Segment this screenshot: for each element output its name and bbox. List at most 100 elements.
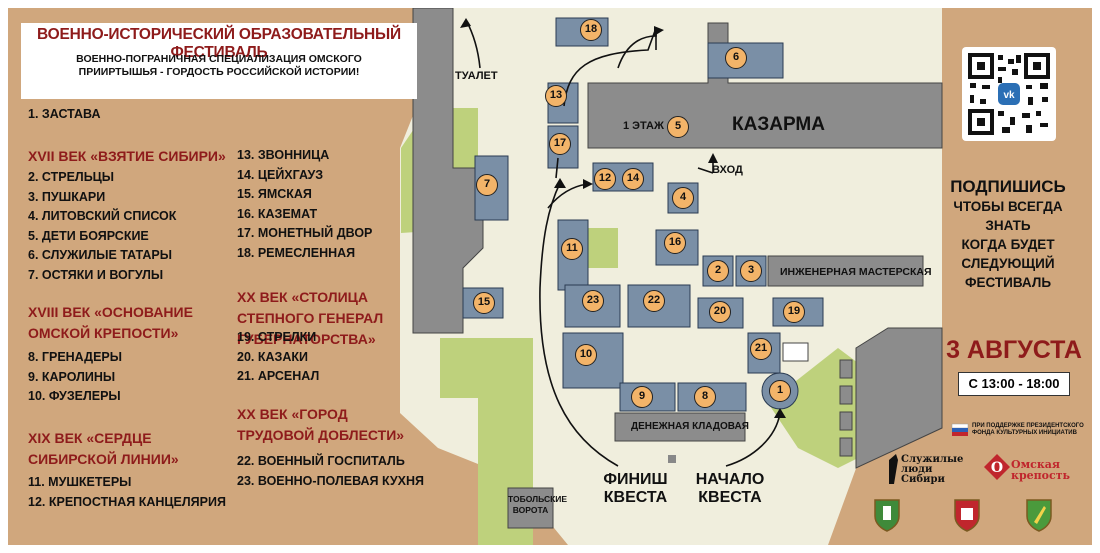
legend-item: 9. КАРОЛИНЫ [28, 369, 116, 384]
legend-era-20b: XX ВЕК «ГОРОД ТРУДОВОЙ ДОБЛЕСТИ» [237, 406, 405, 443]
small-square [782, 342, 809, 362]
festival-date: 3 АВГУСТА [946, 336, 1082, 364]
small-post [668, 455, 676, 463]
station-marker-4[interactable]: 4 [672, 187, 694, 209]
coat-of-arms-1-icon [874, 499, 900, 532]
legend-item: 4. ЛИТОВСКИЙ СПИСОК [28, 209, 177, 224]
legend-item: 5. ДЕТИ БОЯРСКИЕ [28, 228, 149, 243]
station-marker-21[interactable]: 21 [750, 338, 772, 360]
route-finish [539, 182, 619, 467]
svg-text:О: О [991, 460, 1003, 476]
legend-item: 21. АРСЕНАЛ [237, 369, 320, 384]
small-block-d [839, 437, 853, 457]
legend-era-18: XVIII ВЕК «ОСНОВАНИЕ ОМСКОЙ КРЕПОСТИ» [28, 304, 193, 341]
sluzhilye-logo-text: Служилые люди Сибири [901, 454, 964, 485]
left-long-building [412, 8, 484, 334]
coat-of-arms-3-icon [1026, 499, 1052, 532]
small-block-b [839, 385, 853, 405]
legend-item: 11. МУШКЕТЕРЫ [28, 475, 132, 489]
omsk-fortress-logo-text: Омская крепость [1011, 458, 1071, 482]
legend-item-1: 1. ЗАСТАВА [28, 107, 101, 121]
legend-item: 19. СТРЕЛКИ [237, 330, 317, 344]
subscribe-line: ЗНАТЬ [985, 218, 1031, 233]
station-marker-23[interactable]: 23 [582, 290, 604, 312]
station-marker-7[interactable]: 7 [476, 174, 498, 196]
station-marker-22[interactable]: 22 [643, 290, 665, 312]
subscribe-line: ФЕСТИВАЛЬ [964, 275, 1052, 290]
workshop-label: ИНЖЕНЕРНАЯ МАСТЕРСКАЯ [780, 266, 932, 278]
sponsor-block: ПРИ ПОДДЕРЖКЕ ПРЕЗИДЕНТСКОГО ФОНДА КУЛЬТ… [950, 421, 1090, 445]
legend-item: 2. СТРЕЛЬЦЫ [28, 170, 115, 184]
station-marker-1[interactable]: 1 [769, 380, 791, 402]
legend-era-17: XVII ВЕК «ВЗЯТИЕ СИБИРИ» [28, 148, 226, 164]
station-marker-6[interactable]: 6 [725, 47, 747, 69]
route-to-6 [617, 30, 657, 69]
treasury-label: ДЕНЕЖНАЯ КЛАДОВАЯ [631, 421, 749, 432]
sponsor-text: ПРИ ПОДДЕРЖКЕ ПРЕЗИДЕНТСКОГО ФОНДА КУЛЬТ… [972, 423, 1084, 436]
legend-item: 12. КРЕПОСТНАЯ КАНЦЕЛЯРИЯ [28, 494, 226, 509]
station-marker-12[interactable]: 12 [594, 168, 616, 190]
legend-item: 3. ПУШКАРИ [28, 189, 106, 204]
gate-label: ТОБОЛЬСКИЕ ВОРОТА [508, 494, 568, 515]
station-marker-16[interactable]: 16 [664, 232, 686, 254]
start-path [725, 412, 781, 467]
station-marker-11[interactable]: 11 [561, 238, 583, 260]
small-block-c [839, 411, 853, 431]
page-subtitle: ВОЕННО-ПОГРАНИЧНАЯ СПЕЦИАЛИЗАЦИЯ ОМСКОГО… [76, 53, 362, 78]
small-block-a [839, 359, 853, 379]
legend-item: 14. ЦЕЙХГАУЗ [237, 167, 324, 182]
legend-item: 8. ГРЕНАДЕРЫ [28, 350, 122, 364]
building-6 [707, 42, 784, 79]
flag-icon [951, 423, 969, 436]
toilet-label: ТУАЛЕТ [455, 70, 498, 82]
page-title: ВОЕННО-ИСТОРИЧЕСКИЙ ОБРАЗОВАТЕЛЬНЫЙ ФЕСТ… [37, 26, 401, 61]
vk-icon [998, 83, 1020, 105]
finish-label: ФИНИШ КВЕСТА [603, 471, 668, 506]
station-marker-9[interactable]: 9 [631, 386, 653, 408]
legend-item: 13. ЗВОННИЦА [237, 148, 330, 162]
station-marker-15[interactable]: 15 [473, 292, 495, 314]
title-box: ВОЕННО-ИСТОРИЧЕСКИЙ ОБРАЗОВАТЕЛЬНЫЙ ФЕСТ… [21, 23, 417, 99]
subscribe-line: КОГДА БУДЕТ [961, 237, 1055, 252]
station-marker-10[interactable]: 10 [575, 344, 597, 366]
coat-of-arms-2-icon [954, 499, 980, 532]
station-marker-3[interactable]: 3 [740, 260, 762, 282]
station-marker-17[interactable]: 17 [549, 133, 571, 155]
entrance-label: ВХОД [712, 164, 743, 176]
legend-era-20a: XX ВЕК «СТОЛИЦА СТЕПНОГО ГЕНЕРАЛ ГУБЕРНА… [237, 289, 384, 347]
station-marker-18[interactable]: 18 [580, 19, 602, 41]
station-marker-19[interactable]: 19 [783, 301, 805, 323]
barracks-label: КАЗАРМА [732, 114, 825, 135]
legend-item: 10. ФУЗЕЛЕРЫ [28, 389, 121, 404]
subscribe-title: ПОДПИШИСЬ [950, 177, 1066, 196]
festival-time: С 13:00 - 18:00 [958, 372, 1070, 396]
legend-item: 15. ЯМСКАЯ [237, 187, 312, 202]
legend-item: 16. КАЗЕМАТ [237, 206, 318, 221]
quest-map [400, 8, 943, 545]
route-arrowheads [460, 18, 786, 418]
route-top [555, 27, 657, 179]
omsk-fortress-logo: О [984, 454, 1010, 480]
legend-item: 17. МОНЕТНЫЙ ДВОР [237, 226, 373, 241]
svg-text:vk: vk [1003, 90, 1015, 101]
right-building [855, 327, 943, 469]
legend-item: 22. ВОЕННЫЙ ГОСПИТАЛЬ [237, 454, 405, 468]
start-label: НАЧАЛО КВЕСТА [695, 471, 765, 506]
qr-code[interactable]: vk [962, 47, 1056, 141]
station-marker-8[interactable]: 8 [694, 386, 716, 408]
subscribe-line: ЧТОБЫ ВСЕГДА [953, 199, 1063, 214]
qr-code-graphic: vk [968, 53, 1050, 135]
station-marker-13[interactable]: 13 [545, 85, 567, 107]
legend-item: 20. КАЗАКИ [237, 349, 308, 364]
legend-item: 6. СЛУЖИЛЫЕ ТАТАРЫ [28, 248, 172, 263]
floor1-label: 1 ЭТАЖ [623, 120, 664, 132]
workshop-building [767, 255, 924, 287]
station-marker-20[interactable]: 20 [709, 301, 731, 323]
figure-icon [889, 454, 898, 484]
station-marker-14[interactable]: 14 [622, 168, 644, 190]
station-marker-2[interactable]: 2 [707, 260, 729, 282]
sluzhilye-logo [889, 454, 898, 484]
station-marker-5[interactable]: 5 [667, 116, 689, 138]
